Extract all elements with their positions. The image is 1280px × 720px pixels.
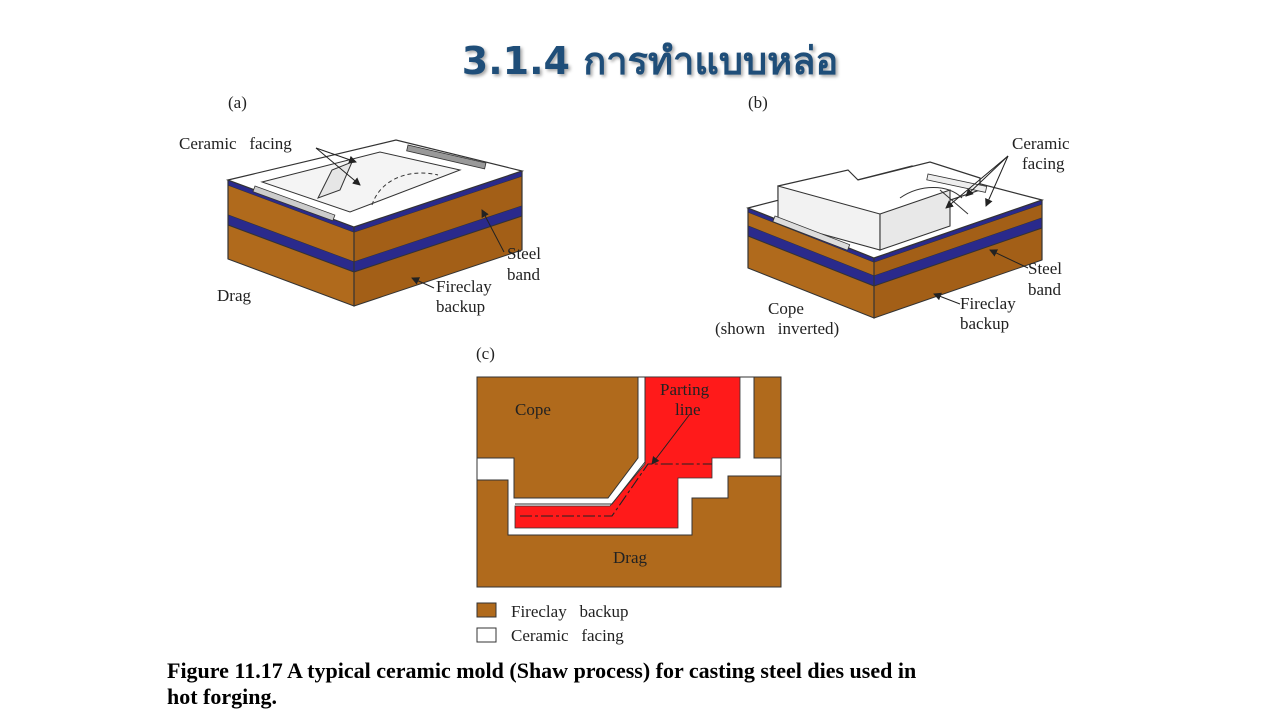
panel-b-band-label: band (1028, 280, 1062, 299)
panel-b-cope-label: Cope (768, 299, 804, 318)
panel-b-steel-label: Steel (1028, 259, 1062, 278)
page-title: 3.1.4 การทำแบบหล่อ (461, 39, 839, 83)
panel-c-cope-label: Cope (515, 400, 551, 419)
panel-b-fireclay-label: Fireclay (960, 294, 1016, 313)
panel-c-tag: (c) (476, 344, 495, 363)
panel-a-drag-label: Drag (217, 286, 251, 305)
panel-a-ceramic-facing-label: Ceramic facing (179, 134, 292, 153)
panel-c-drag-label: Drag (613, 548, 647, 567)
panel-a-fireclay-label: Fireclay (436, 277, 492, 296)
caption-line-2: hot forging. (167, 684, 277, 709)
panel-b-ceramic-label: Ceramic (1012, 134, 1070, 153)
panel-c-cross-section (476, 376, 782, 588)
legend-ceramic-label: Ceramic facing (511, 626, 624, 645)
panel-a-backup-label: backup (436, 297, 485, 316)
panel-b-tag: (b) (748, 93, 768, 112)
panel-a-band-label: band (507, 265, 541, 284)
panel-a-tag: (a) (228, 93, 247, 112)
panel-a-steel-label: Steel (507, 244, 541, 263)
panel-c-line-label: line (675, 400, 701, 419)
panel-b-backup-label: backup (960, 314, 1009, 333)
caption-line-1: Figure 11.17 A typical ceramic mold (Sha… (167, 658, 917, 683)
panel-c-parting-label: Parting (660, 380, 710, 399)
legend-fireclay-swatch (476, 602, 497, 618)
panel-b-facing-label: facing (1022, 154, 1065, 173)
legend-ceramic-swatch (476, 627, 497, 643)
legend: Fireclay backup Ceramic facing (476, 602, 629, 645)
figure-caption: Figure 11.17 A typical ceramic mold (Sha… (167, 658, 1167, 710)
legend-fireclay-label: Fireclay backup (511, 602, 629, 621)
panel-a-drag-mold (225, 139, 525, 307)
panel-b-shown-inverted-label: (shown inverted) (715, 319, 839, 338)
